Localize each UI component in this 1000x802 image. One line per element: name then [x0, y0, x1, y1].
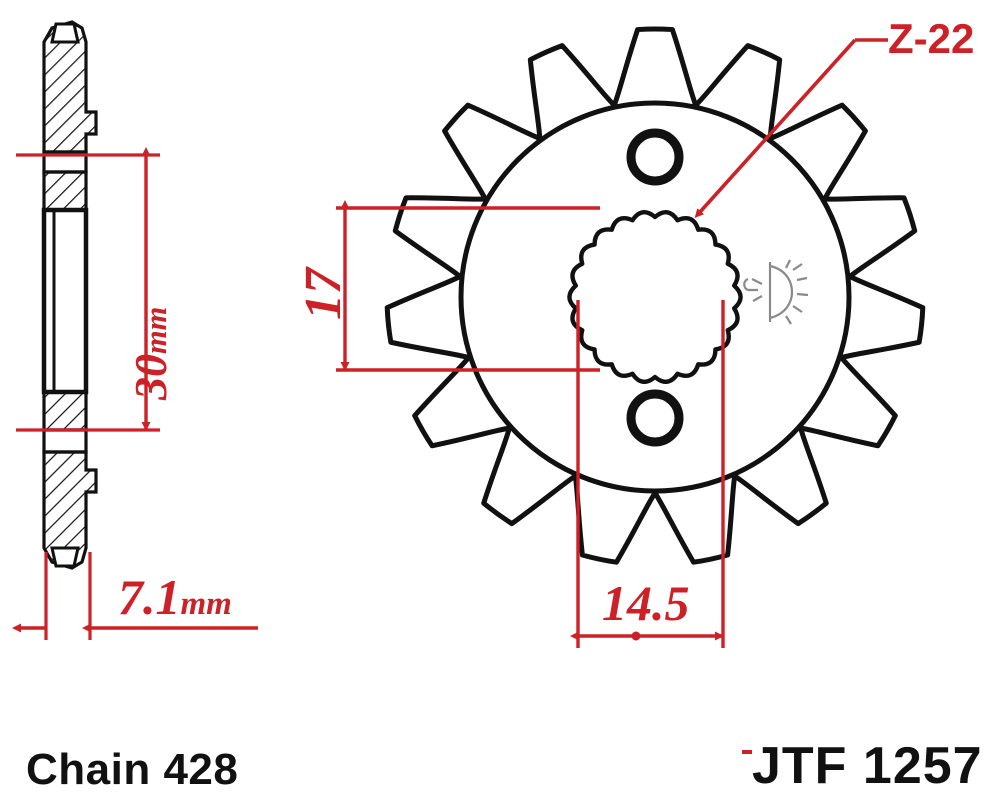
section-upper-hub [42, 170, 88, 212]
splined-bore-outline [567, 210, 743, 384]
section-lower-tooth [42, 450, 98, 570]
section-bottom-chamfer [50, 546, 80, 568]
section-center-web [41, 207, 89, 395]
dim145-center-dot [631, 631, 641, 641]
bolt-hole-top [626, 128, 684, 186]
surface-mark-icon [743, 259, 809, 325]
side-section-view [41, 20, 98, 570]
hub-face-circle [458, 100, 852, 494]
bolt-hole-bottom [626, 389, 684, 447]
callout-leader-z22 [694, 38, 888, 218]
dimension-7-1mm [12, 552, 258, 640]
front-sprocket-view [384, 26, 926, 565]
section-top-chamfer [50, 22, 80, 44]
dimension-17 [336, 200, 600, 372]
section-lower-gap [42, 428, 88, 454]
dimension-14-5 [570, 300, 725, 648]
section-lower-hub [42, 390, 88, 432]
dimension-30mm [16, 147, 160, 432]
z22-leader-line [694, 38, 857, 218]
